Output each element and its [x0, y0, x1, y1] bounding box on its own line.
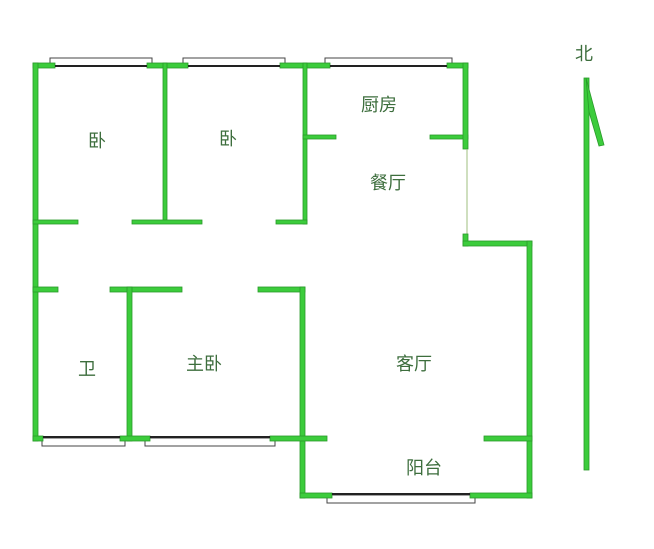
- window-balcony: [326, 494, 476, 504]
- wall: [32, 62, 39, 442]
- wall: [299, 492, 333, 499]
- wall: [302, 62, 308, 225]
- window-bedroom-1: [49, 57, 153, 67]
- wall: [483, 435, 533, 442]
- wall: [126, 286, 133, 442]
- window-sill: [330, 65, 447, 67]
- wall: [109, 286, 183, 293]
- wall: [469, 492, 533, 499]
- wall: [299, 286, 306, 499]
- room-label-living-room: 客厅: [396, 354, 432, 375]
- wall: [462, 62, 469, 150]
- walls: [32, 62, 533, 499]
- window-sill: [55, 65, 147, 67]
- wall: [146, 62, 189, 69]
- room-label-balcony: 阳台: [406, 458, 442, 479]
- window-sill: [332, 493, 470, 495]
- room-label-master-bedroom: 主卧: [186, 354, 222, 375]
- wall: [269, 435, 328, 442]
- room-label-kitchen: 厨房: [361, 95, 397, 116]
- north-label: 北: [575, 44, 593, 65]
- window-master-bedroom: [144, 437, 276, 447]
- room-label-dining: 餐厅: [370, 173, 406, 194]
- windows: [41, 57, 476, 504]
- north-arrow-icon: [583, 77, 605, 471]
- window-sill: [43, 436, 120, 438]
- window-sill: [188, 65, 280, 67]
- window-kitchen: [324, 57, 453, 67]
- wall: [162, 62, 168, 224]
- wall: [429, 134, 469, 140]
- window-bedroom-2: [182, 57, 286, 67]
- wall: [32, 435, 44, 442]
- wall: [257, 286, 306, 293]
- wall: [302, 134, 337, 140]
- wall: [526, 240, 533, 499]
- wall: [131, 219, 203, 225]
- window-bathroom: [41, 437, 126, 447]
- wall: [32, 286, 59, 293]
- wall: [462, 240, 533, 247]
- room-label-bedroom: 卧: [88, 131, 106, 152]
- wall: [32, 219, 79, 225]
- room-label-bathroom: 卫: [78, 359, 96, 380]
- room-label-bedroom: 卧: [219, 129, 237, 150]
- window-sill: [150, 436, 270, 438]
- wall: [275, 219, 308, 225]
- wall: [119, 435, 151, 442]
